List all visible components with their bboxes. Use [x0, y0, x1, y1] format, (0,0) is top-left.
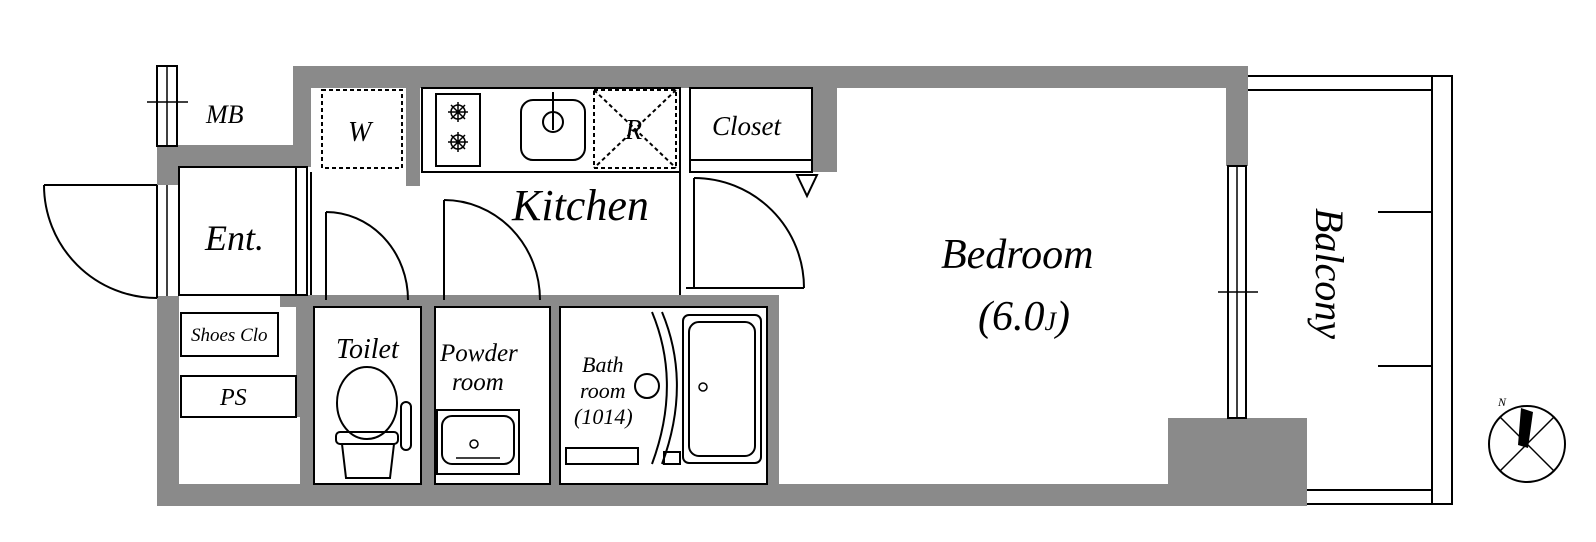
bedroom-size-label: (6.0J): [978, 294, 1070, 340]
front-door[interactable]: [43, 184, 168, 299]
closet-label: Closet: [712, 111, 783, 141]
compass-icon: N: [1488, 395, 1566, 483]
toilet-room: [313, 306, 422, 485]
shoes-closet-label: Shoes Clo: [191, 325, 268, 346]
stove-icon: [435, 93, 481, 167]
entrance-label: Ent.: [204, 218, 264, 258]
bath-label-line2: room: [580, 378, 626, 403]
toilet-icon: [335, 366, 412, 479]
powder-label-line2: room: [452, 369, 504, 396]
meter-box: [147, 65, 188, 147]
toilet-label: Toilet: [336, 334, 400, 365]
bedroom-door[interactable]: [686, 177, 805, 289]
powder-door[interactable]: [443, 199, 541, 301]
basin-icon: [436, 409, 520, 475]
shoes-closet: [180, 312, 279, 357]
powder-label-line1: Powder: [439, 340, 518, 367]
compass-north-label: N: [1497, 395, 1507, 409]
closet: [689, 87, 813, 161]
bath-label-line1: Bath: [582, 352, 624, 377]
sink-icon: [520, 92, 586, 161]
entrance: [178, 166, 308, 296]
balcony: [1248, 75, 1453, 505]
bathtub-icon: [682, 314, 762, 464]
balcony-window: [1218, 165, 1258, 419]
mb-label: MB: [205, 100, 244, 129]
washer-label: W: [348, 117, 374, 148]
powder-room: [434, 306, 551, 485]
kitchen-label: Kitchen: [511, 181, 649, 230]
kitchen-counter: [421, 87, 681, 173]
walls: [157, 66, 1307, 506]
closet-door-marker: [795, 174, 819, 199]
balcony-label: Balcony: [1307, 208, 1352, 339]
toilet-door[interactable]: [325, 211, 409, 301]
refrigerator-label: R: [624, 115, 642, 146]
washer-space: [321, 89, 403, 169]
bath-label-line3: (1014): [574, 404, 633, 429]
bath-door[interactable]: [634, 311, 678, 465]
bedroom-label: Bedroom: [941, 232, 1093, 278]
ps-label: PS: [219, 385, 247, 411]
refrigerator-space: [593, 89, 677, 169]
pipe-space: [180, 375, 297, 418]
